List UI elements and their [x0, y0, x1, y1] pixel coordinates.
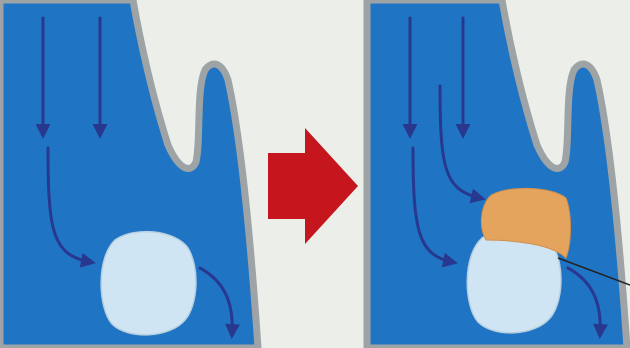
after-panel [367, 0, 630, 348]
right-arrow-icon [268, 128, 358, 244]
before-panel [0, 0, 258, 348]
left-particle [101, 232, 196, 335]
